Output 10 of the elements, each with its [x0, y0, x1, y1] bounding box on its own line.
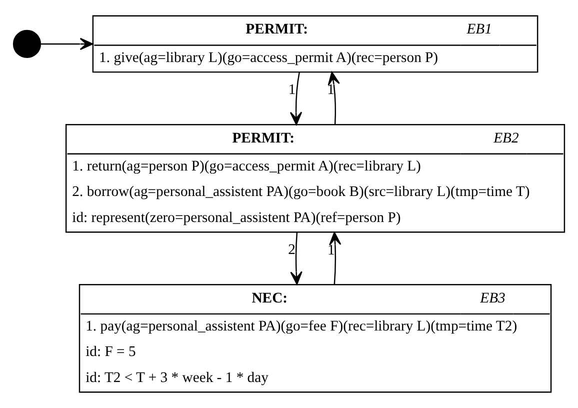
arrow: [328, 72, 340, 125]
arrow: [40, 38, 94, 50]
edge-label: 2: [288, 242, 296, 258]
arrow: [290, 72, 302, 126]
arrow: [290, 232, 302, 285]
node-circle: [12, 30, 42, 58]
edge-label: 1: [327, 242, 335, 258]
edge-label: 1: [327, 82, 334, 98]
edge-label: 1: [288, 82, 296, 98]
arrow: [329, 232, 342, 284]
